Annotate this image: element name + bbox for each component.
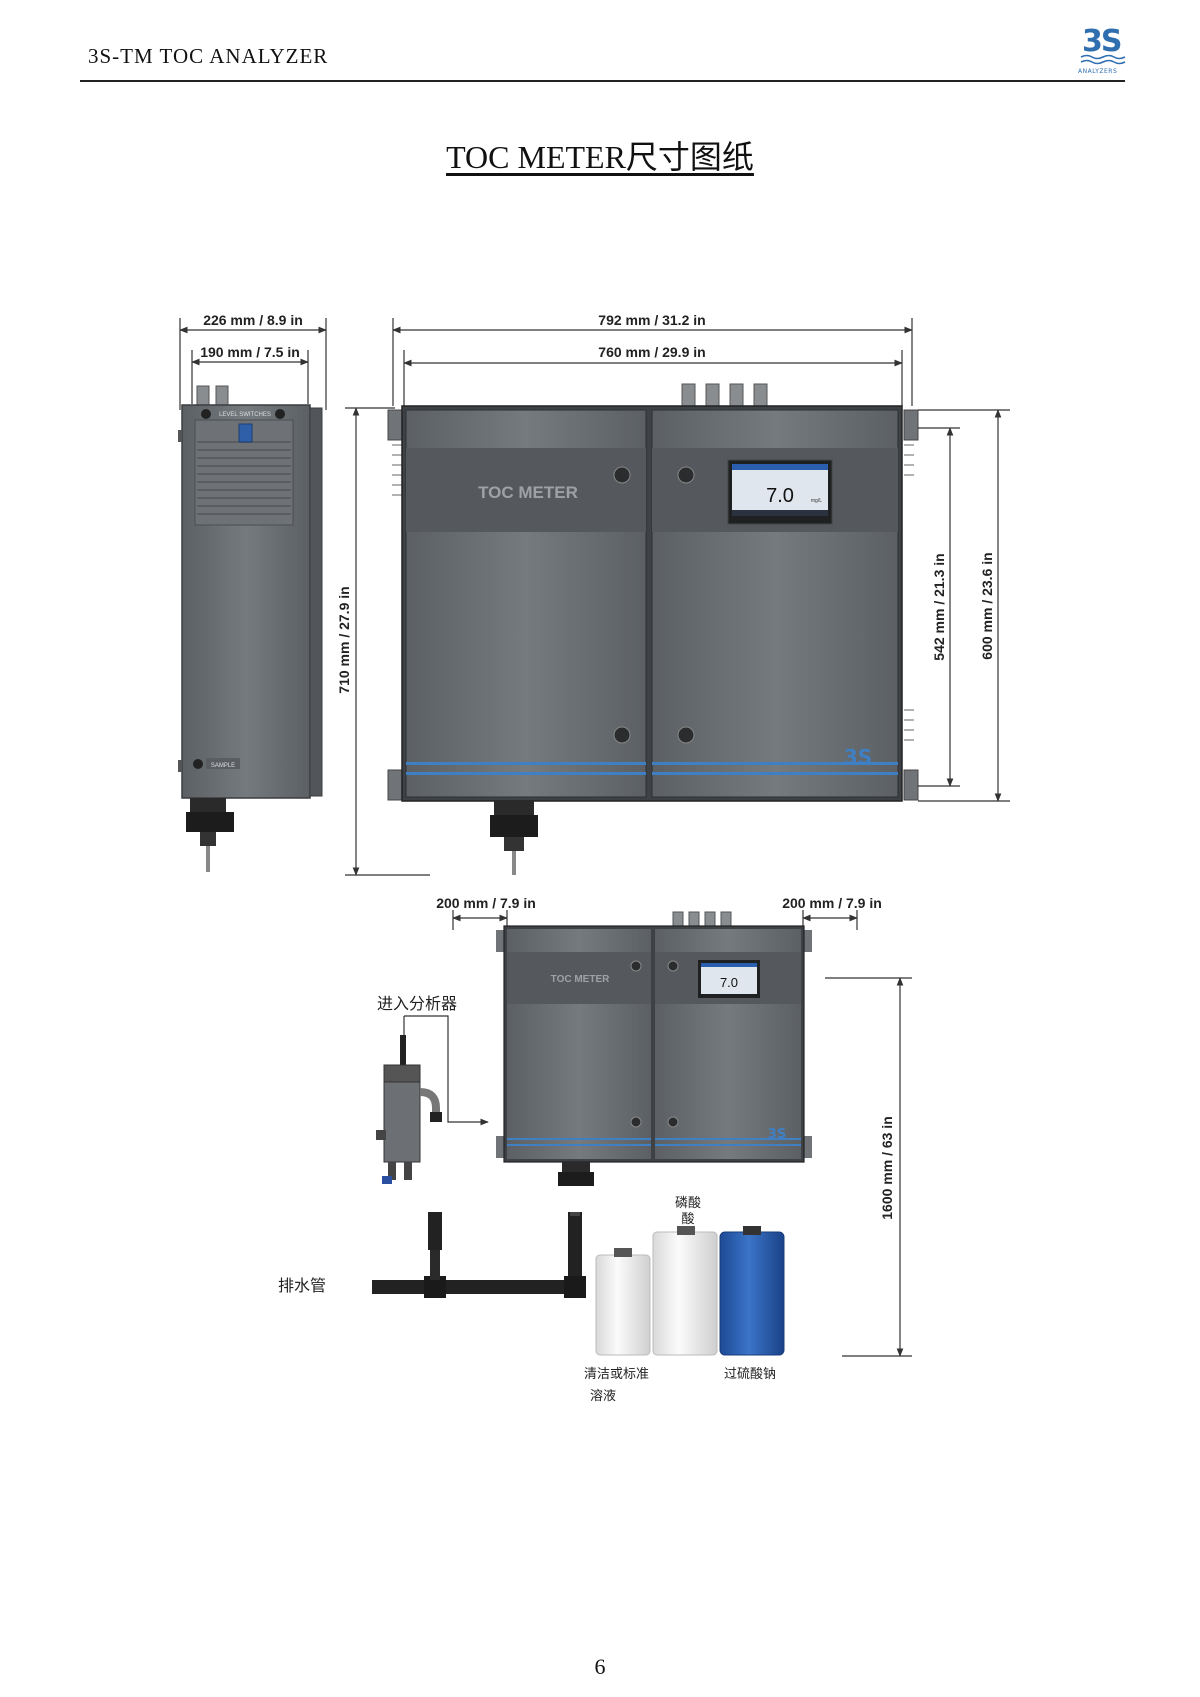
page-title: TOC METER尺寸图纸 <box>446 139 754 175</box>
side-vent-louvers <box>194 419 294 526</box>
device-label-small: TOC METER <box>551 974 610 985</box>
logo-text: 3S <box>1082 24 1123 59</box>
dim-side-inner-width: 190 mm / 7.5 in <box>200 344 300 360</box>
device-brand: 3S <box>844 745 872 769</box>
dim-inner-height: 542 mm / 21.3 in <box>931 553 947 660</box>
dim-left-clearance: 200 mm / 7.9 in <box>436 895 536 911</box>
logo-subtext: ANALYZERS <box>1078 68 1118 75</box>
installation-view: 200 mm / 7.9 in 200 mm / 7.9 in TOC METE… <box>278 895 912 1404</box>
dim-overall-height: 710 mm / 27.9 in <box>336 586 352 693</box>
sample-conditioning-unit <box>376 1035 442 1184</box>
drain-pipe <box>372 1212 586 1298</box>
logo-waves-icon <box>1080 54 1126 65</box>
label-acid-line2: 酸 <box>681 1212 694 1227</box>
display-value-small: 7.0 <box>720 975 738 990</box>
reagent-tanks <box>595 1226 785 1356</box>
dim-outer-height: 600 mm / 23.6 in <box>979 552 995 659</box>
dim-front-inner-width: 760 mm / 29.9 in <box>598 344 705 360</box>
sample-label: SAMPLE <box>211 763 235 769</box>
device-label: TOC METER <box>478 483 578 502</box>
side-panel-label: LEVEL SWITCHES <box>219 412 271 418</box>
label-inlet: 进入分析器 <box>377 994 457 1013</box>
header-title: 3S-TM TOC ANALYZER <box>88 44 329 68</box>
front-view: 792 mm / 31.2 in 760 mm / 29.9 in TOC ME… <box>387 312 1010 875</box>
label-persulfate: 过硫酸钠 <box>724 1367 776 1382</box>
dim-front-outer-width: 792 mm / 31.2 in <box>598 312 705 328</box>
device-brand-small: 3S <box>768 1127 786 1142</box>
label-cleaning-line1: 清洁或标准 <box>584 1367 649 1382</box>
label-drain: 排水管 <box>278 1276 326 1295</box>
dim-right-clearance: 200 mm / 7.9 in <box>782 895 882 911</box>
company-logo: 3S ANALYZERS <box>1078 24 1130 78</box>
header-rule <box>80 80 1125 82</box>
label-acid-line1: 磷酸 <box>675 1196 701 1211</box>
display-value: 7.0 <box>766 485 794 507</box>
side-view: 226 mm / 8.9 in 190 mm / 7.5 in LE <box>178 312 430 876</box>
dim-mount-height: 1600 mm / 63 in <box>879 1116 895 1220</box>
page-number: 6 <box>594 1654 606 1679</box>
display-unit: mg/L <box>811 498 822 504</box>
label-cleaning-line2: 溶液 <box>590 1389 616 1404</box>
dim-side-outer-width: 226 mm / 8.9 in <box>203 312 303 328</box>
